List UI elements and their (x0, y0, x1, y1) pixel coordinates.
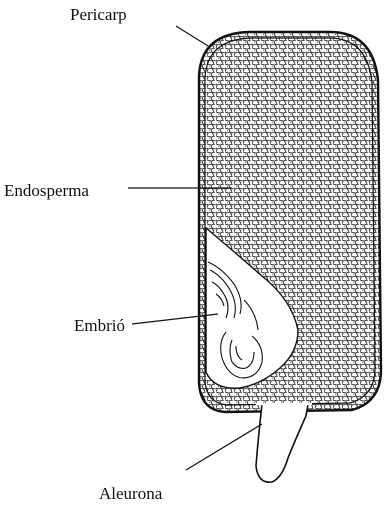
aleurona-foot (256, 404, 308, 482)
pericarp-leader (176, 26, 208, 46)
aleurona-leader (186, 424, 262, 470)
label-endosperma: Endosperma (4, 182, 89, 199)
label-pericarp: Pericarp (70, 6, 127, 23)
label-aleurona: Aleurona (99, 485, 162, 502)
label-embrio: Embrió (74, 317, 125, 334)
